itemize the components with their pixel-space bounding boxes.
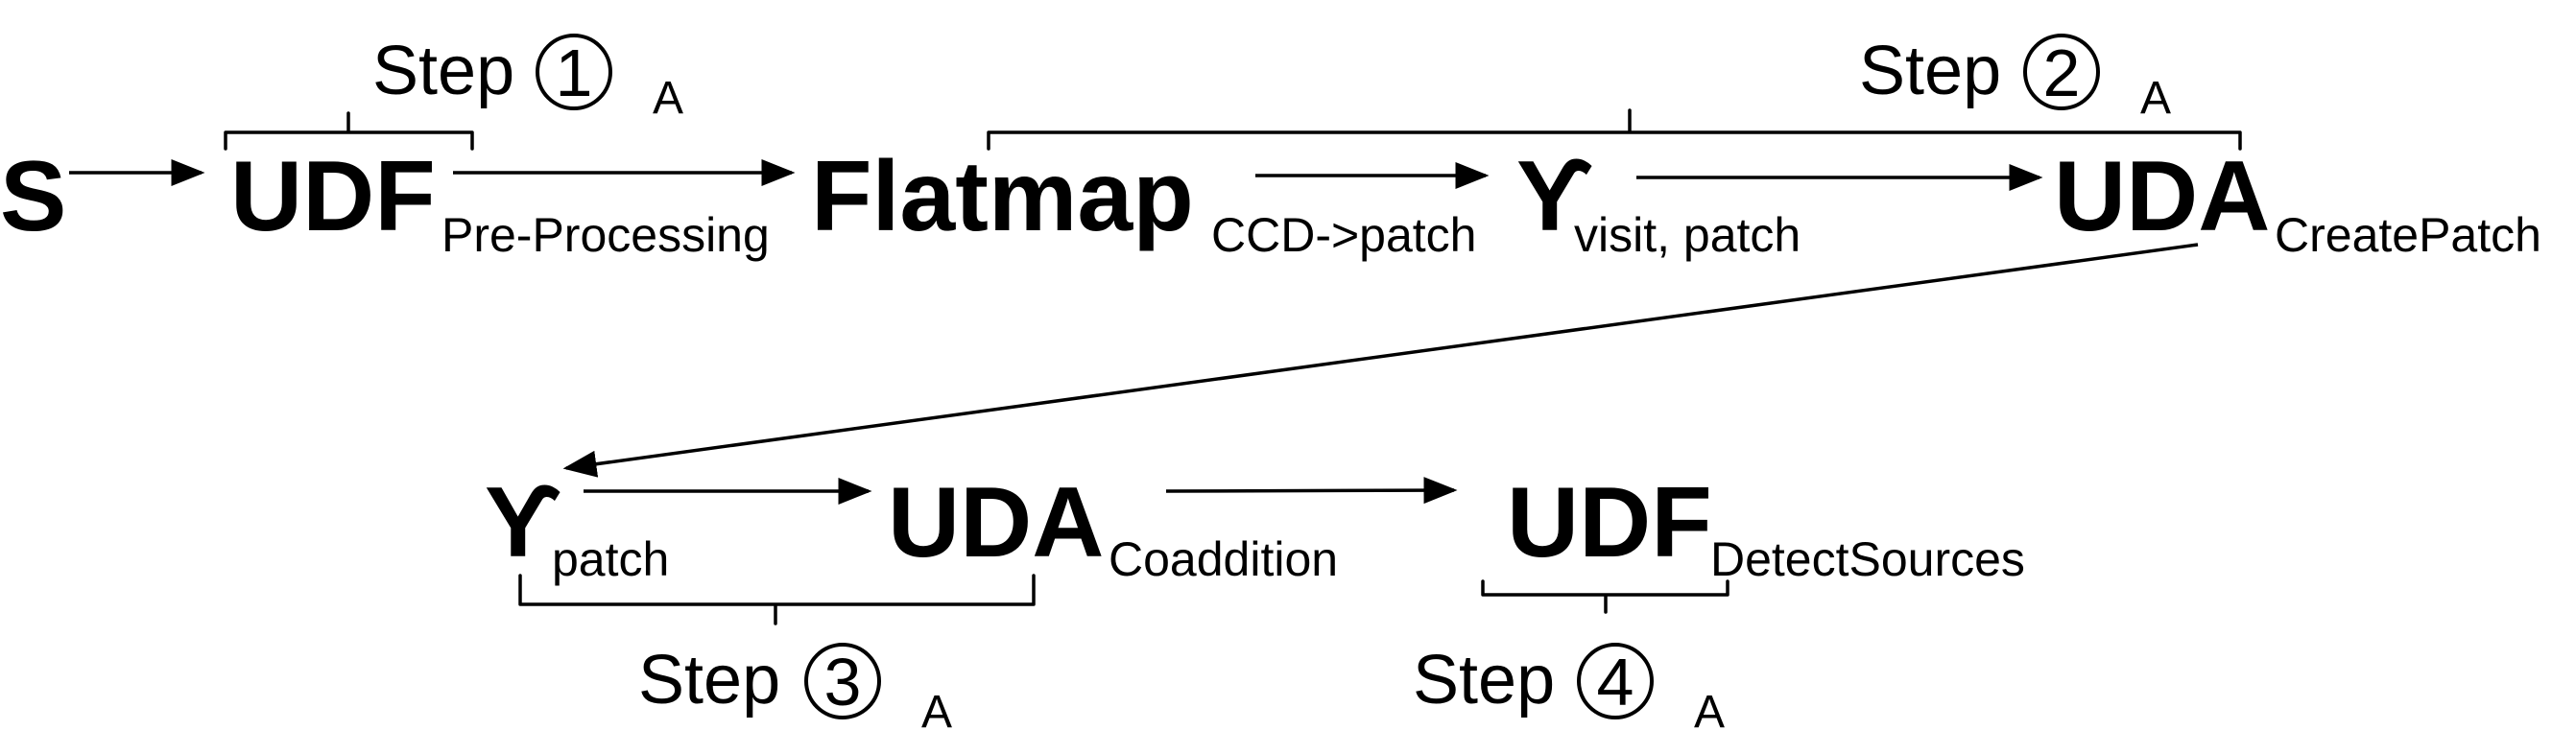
brace-step-4 [1481, 579, 1729, 614]
step-4-label: Step 4 A [1413, 642, 1725, 738]
step-3-prefix: Step [638, 642, 780, 719]
brace-step-3 [518, 574, 1036, 625]
step-1-number: 1 [556, 35, 593, 110]
step-1-subscript: A [653, 73, 683, 124]
uda-coaddition-subscript: Coaddition [1109, 532, 1338, 586]
step-4-number: 4 [1597, 645, 1634, 719]
step-1-prefix: Step [372, 33, 514, 109]
step-2-circle [2023, 34, 2100, 110]
udf-preprocessing-subscript: Pre-Processing [441, 208, 770, 262]
step-1-circle [536, 34, 612, 110]
flatmap-node: Flatmap [811, 141, 1194, 252]
udf-detectsources-node: UDF [1507, 467, 1712, 578]
source-node-s: S [0, 141, 66, 252]
step-4-prefix: Step [1413, 642, 1555, 719]
step-4-subscript: A [1694, 687, 1725, 738]
step-1-label: Step 1 A [372, 33, 683, 124]
step-2-label: Step 2 A [1859, 33, 2171, 124]
uda-createpatch-subscript: CreatePatch [2275, 208, 2541, 262]
step-2-subscript: A [2140, 73, 2171, 124]
gamma-patch-node: ϒ [485, 467, 561, 578]
gamma-visit-patch-node: ϒ [1516, 141, 1593, 252]
brace-step-2 [987, 108, 2242, 151]
step-2-number: 2 [2043, 35, 2081, 110]
arrow-uda-to-gamma-patch [562, 243, 2199, 478]
step-3-circle [804, 643, 881, 719]
brace-step-1 [224, 111, 474, 151]
gamma-visit-patch-subscript: visit, patch [1574, 208, 1801, 262]
arrow-uda-to-udf [1165, 477, 1458, 505]
step-3-number: 3 [824, 645, 862, 719]
udf-preprocessing-node: UDF [230, 141, 436, 252]
uda-coaddition-node: UDA [888, 467, 1104, 578]
step-4-circle [1577, 643, 1654, 719]
step-3-subscript: A [921, 687, 952, 738]
gamma-patch-subscript: patch [552, 532, 669, 586]
step-2-prefix: Step [1859, 33, 2001, 109]
step-3-label: Step 3 A [638, 642, 952, 738]
udf-detectsources-subscript: DetectSources [1710, 532, 2025, 586]
uda-createpatch-node: UDA [2054, 141, 2270, 252]
flatmap-subscript: CCD->patch [1211, 208, 1477, 262]
